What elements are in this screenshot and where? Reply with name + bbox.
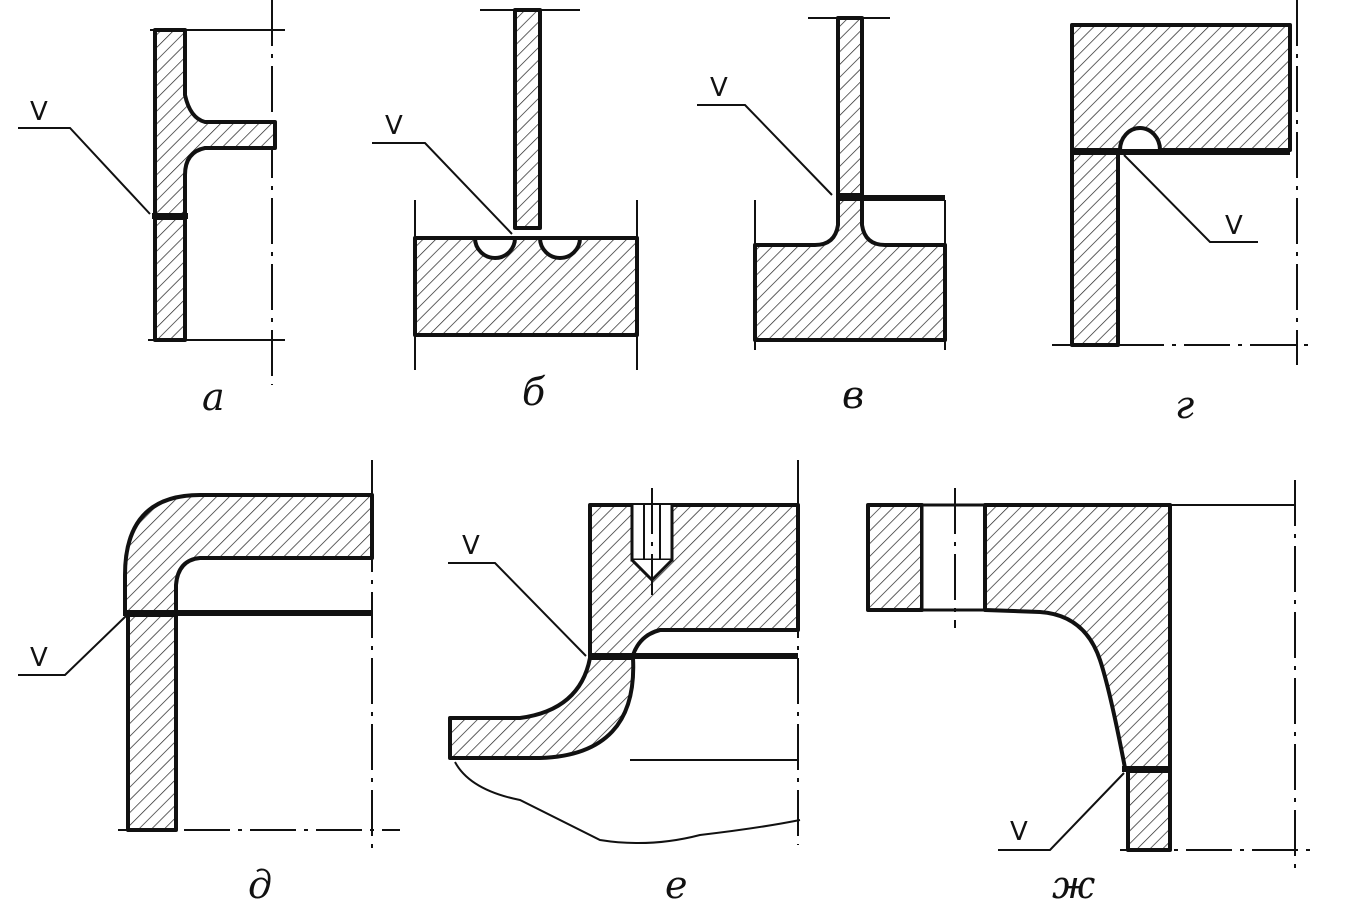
break-line-e [454,761,801,845]
vertical-wall-d [126,613,178,832]
weld-mark-v: V [710,73,728,103]
panel-b: V б [372,8,639,414]
base-plate-b [413,236,639,337]
web-plate-v [836,16,864,197]
caption-b: б [522,370,546,414]
weld-mark-zh: V [1010,817,1028,847]
bolt-hole-zh [920,503,987,612]
leader-a [18,127,151,215]
leader-zh [998,772,1125,851]
caption-g: г [1175,383,1194,427]
panel-d: V д [18,460,400,907]
base-with-boss-v [753,196,947,342]
leader-g [1123,154,1258,243]
curved-shell-e [448,656,636,760]
panel-a: V а [18,0,285,419]
leader-d [18,615,127,676]
panel-zh: V ж [866,480,1312,907]
leader-e [448,562,587,657]
caption-a: а [202,375,225,419]
bent-top-plate-d [123,493,374,614]
lower-tube-zh [1126,769,1172,852]
caption-e: е [665,863,688,907]
weld-mark-d: V [30,643,48,673]
flange-block-e [588,503,800,657]
flange-body-zh [983,503,1172,770]
web-plate-b [513,8,542,230]
caption-zh: ж [1052,863,1095,907]
vertical-wall-g [1070,151,1120,347]
weld-mark-a: V [30,97,48,127]
weld-mark-g: V [1225,211,1243,241]
caption-d: д [248,863,272,907]
leader-v [697,104,833,196]
weld-mark-b: V [385,111,403,141]
panel-g: V г [1052,0,1312,427]
weld-mark-e: V [462,531,480,561]
tube-lower-part-a [153,216,187,342]
panel-v: V в [697,16,947,417]
top-block-g [1070,23,1292,152]
tee-upper-part-a [153,28,277,217]
caption-v: в [842,373,864,417]
flange-left-zh [866,503,924,612]
panel-e: V е [448,460,801,907]
leader-b [372,142,513,235]
